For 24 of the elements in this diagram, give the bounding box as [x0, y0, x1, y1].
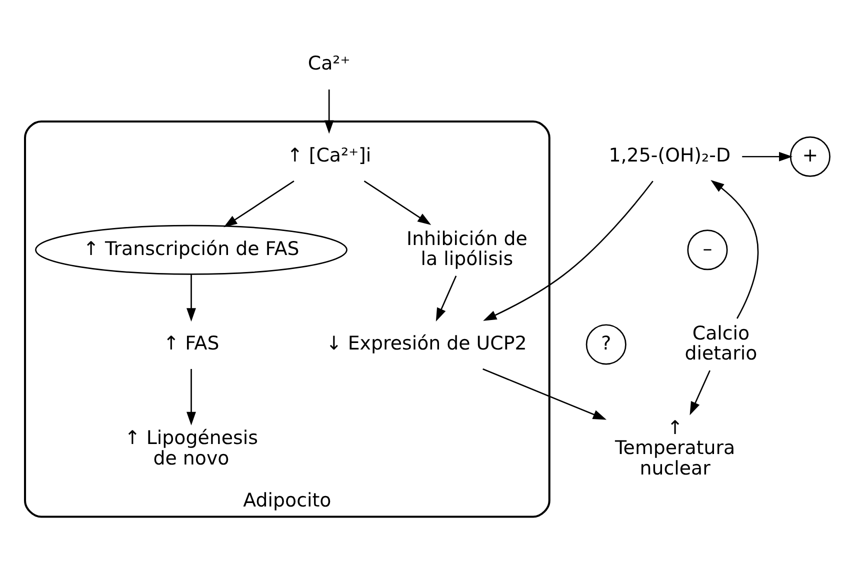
arrow — [186, 274, 196, 322]
arrow — [186, 368, 196, 426]
arrow — [482, 368, 607, 420]
node-circle: ? — [586, 324, 626, 365]
arrow — [710, 180, 759, 319]
node-text: ↑ [Ca²⁺]i — [286, 144, 372, 167]
node-text: 1,25-(OH)₂-D — [608, 144, 731, 167]
node-text: ↑ Temperatura nuclear — [614, 416, 736, 480]
node-text: ↑ Lipogénesis de novo — [124, 427, 258, 470]
arrow — [690, 370, 710, 416]
node-text: Calcio dietario — [684, 322, 758, 365]
arrow — [224, 180, 294, 228]
arrow — [364, 180, 432, 226]
node-text: ↑ FAS — [163, 332, 220, 354]
node-circle: + — [790, 136, 830, 177]
node-circle: – — [687, 230, 728, 270]
node-text: ↓ Expresión de UCP2 — [326, 332, 527, 354]
node-ellipse: ↑ Transcripción de FAS — [35, 224, 348, 275]
node-text: Ca²⁺ — [308, 52, 350, 75]
arrow — [483, 180, 654, 321]
node-text: Inhibición de la lipólisis — [406, 228, 528, 270]
arrow — [436, 276, 457, 322]
arrow — [324, 90, 334, 134]
arrow — [742, 152, 793, 162]
